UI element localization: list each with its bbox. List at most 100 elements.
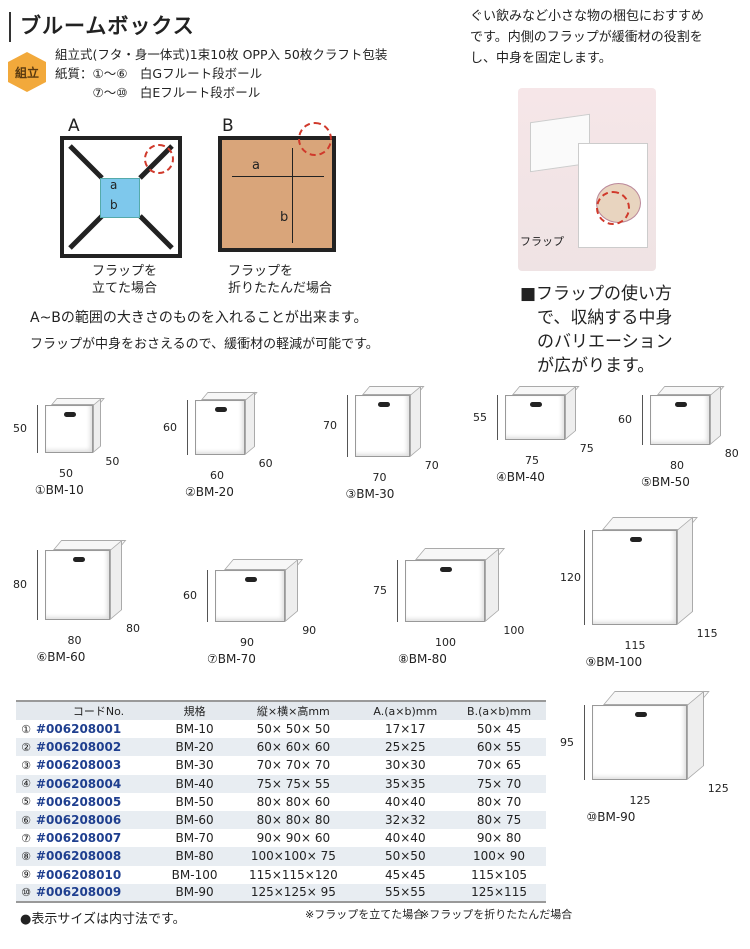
- diagram-b-caption: フラップを折りたたんだ場合: [228, 264, 333, 296]
- table-cell: ⑥: [16, 810, 36, 830]
- width-label: 75: [525, 454, 539, 467]
- handle-slot-icon: [530, 402, 542, 407]
- height-label: 60: [618, 413, 632, 426]
- table-cell: ⑧: [16, 847, 36, 866]
- code-cell: #006208010: [36, 867, 122, 882]
- height-label: 75: [373, 584, 387, 597]
- box-name: ⑧BM-80: [398, 652, 447, 666]
- box-name: ⑤BM-50: [641, 475, 690, 489]
- product-photo: フラップ: [518, 88, 656, 271]
- height-label: 70: [323, 419, 337, 432]
- note-line: のバリエーション: [520, 332, 673, 352]
- handle-slot-icon: [440, 567, 452, 572]
- height-label: 80: [13, 578, 27, 591]
- note-line: で、収納する中身: [520, 308, 673, 328]
- note-b: ※フラップを折りたたんだ場合: [420, 908, 573, 921]
- note-line: ■フラップの使い方: [520, 284, 673, 304]
- table-cell: 50×50: [358, 847, 453, 866]
- depth-label: 60: [258, 457, 273, 470]
- depth-label: 115: [696, 627, 718, 640]
- assembly-badge: 組立: [8, 52, 46, 92]
- diagram-b-letter: B: [222, 116, 234, 136]
- depth-label: 80: [126, 622, 140, 635]
- depth-label: 75: [579, 442, 594, 455]
- table-cell: ⑨: [21, 868, 31, 882]
- table-cell: ②: [16, 738, 36, 757]
- code-cell: #006208009: [36, 883, 161, 902]
- code-cell: #006208005: [36, 794, 122, 809]
- box-name: ④BM-40: [496, 470, 545, 484]
- height-label: 60: [183, 589, 197, 602]
- depth-label: 80: [724, 447, 739, 460]
- box-name: ③BM-30: [345, 487, 395, 501]
- description-line: ぐい飲みなど小さな物の梱包におすすめ: [470, 9, 705, 24]
- depth-label: 50: [105, 455, 120, 468]
- table-cell: BM-50: [175, 794, 214, 809]
- table-cell: ④: [16, 774, 36, 793]
- handle-slot-icon: [64, 412, 76, 417]
- dimension-b: b: [280, 210, 289, 225]
- table-cell: ⑩: [16, 883, 36, 902]
- table-cell: 32×32: [358, 810, 453, 830]
- table-cell: BM-40: [160, 774, 229, 793]
- diagram-a: a b: [60, 136, 182, 258]
- table-cell: 40×40: [384, 831, 426, 846]
- table-cell: BM-80: [160, 847, 229, 866]
- description-line: し、中身を固定します。: [470, 51, 612, 66]
- height-label: 95: [560, 735, 574, 749]
- table-cell: BM-20: [160, 738, 229, 757]
- table-cell: 25×25: [358, 738, 453, 757]
- table-cell: 60× 55: [452, 738, 546, 757]
- handle-slot-icon: [245, 577, 257, 582]
- box-name: ⑥BM-60: [36, 650, 86, 664]
- table-cell: 80× 80× 60: [256, 794, 331, 809]
- table-cell: 45×45: [384, 867, 426, 882]
- depth-label: 125: [707, 782, 729, 795]
- table-cell: 115×115×120: [248, 867, 338, 882]
- table-cell: 125×125× 95: [228, 883, 359, 902]
- table-cell: 80× 70: [476, 794, 522, 809]
- width-label: 115: [624, 639, 646, 652]
- box-name: ⑨BM-100: [585, 655, 643, 669]
- code-cell: #006208007: [36, 831, 122, 846]
- code-cell: #006208006: [36, 810, 161, 830]
- code-cell: #006208002: [36, 738, 161, 757]
- table-cell: ①: [21, 722, 31, 736]
- description-line: です。内側のフラップが緩衝材の役割を: [470, 30, 703, 45]
- width-label: 100: [435, 636, 456, 649]
- handle-slot-icon: [215, 407, 227, 412]
- column-header: [16, 701, 36, 720]
- highlight-circle: [298, 122, 332, 156]
- table-cell: 70× 70× 70: [256, 758, 331, 773]
- dimension-a: a: [110, 178, 118, 192]
- width-label: 70: [372, 471, 387, 484]
- depth-label: 70: [424, 459, 439, 472]
- handle-slot-icon: [72, 557, 85, 562]
- table-cell: 50× 45: [476, 722, 522, 737]
- handle-slot-icon: [634, 712, 647, 717]
- box-name: ①BM-10: [34, 483, 84, 497]
- dimension-a: a: [252, 158, 260, 173]
- highlight-circle: [596, 191, 630, 225]
- table-cell: 17×17: [384, 722, 426, 737]
- column-header: コードNo.: [36, 701, 161, 720]
- table-cell: 75× 75× 55: [228, 774, 359, 793]
- width-label: 60: [210, 469, 224, 482]
- depth-label: 100: [503, 624, 525, 637]
- table-cell: ③: [21, 758, 31, 772]
- height-label: 50: [13, 422, 27, 435]
- flap-usage-note: ■フラップの使い方 で、収納する中身 のバリエーション が広がります。: [520, 282, 690, 378]
- table-cell: 90× 80: [476, 831, 522, 846]
- width-label: 90: [240, 636, 254, 649]
- title-bar-accent: [9, 12, 11, 42]
- column-header: A.(a×b)mm: [358, 701, 453, 720]
